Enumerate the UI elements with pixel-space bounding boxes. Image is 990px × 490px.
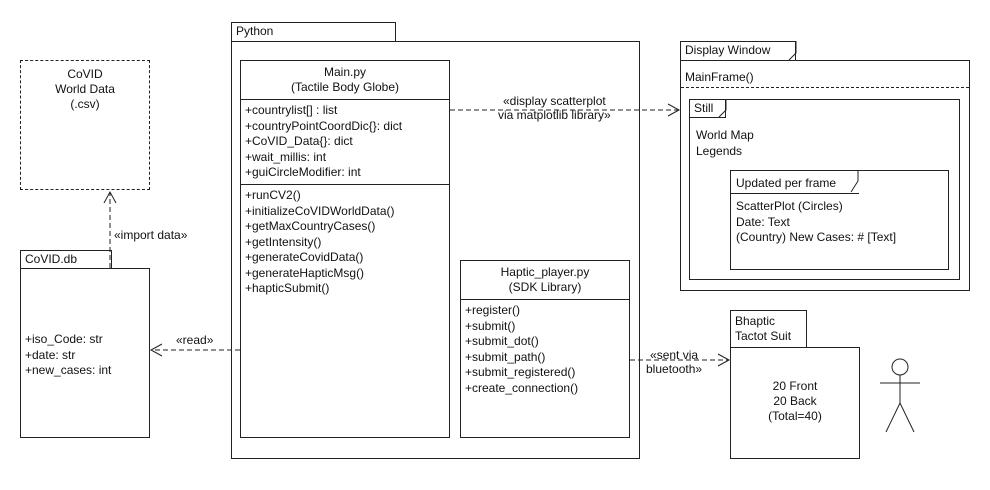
suit-line: (Total=40) [768, 409, 822, 423]
haptic-method: +submit() [465, 318, 516, 333]
display-label-line: «display scatterplot [502, 94, 606, 108]
import-data-label: «import data» [114, 228, 188, 242]
main-method: +hapticSubmit() [245, 281, 330, 295]
still-frame: World Map Legends [689, 99, 960, 280]
display-window-tab: Display Window [680, 41, 796, 61]
updated-label: Updated per frame [736, 176, 837, 190]
csv-line: CoVID [67, 67, 103, 81]
updated-item: Date: Text [736, 214, 790, 229]
haptic-subtitle: (SDK Library) [508, 280, 582, 294]
main-attribute: +CoVID_Data{}: dict [245, 134, 353, 148]
main-attribute: +wait_millis: int [245, 149, 327, 164]
sent-label-line: «sent via [650, 348, 699, 362]
still-label: Still [694, 101, 714, 115]
haptic-method: +submit_registered() [465, 365, 576, 379]
main-method: +runCV2() [245, 188, 301, 202]
haptic-method: +register() [465, 303, 521, 317]
display-label-line: via matplotlib library» [498, 108, 611, 122]
main-subtitle: (Tactile Body Globe) [290, 80, 400, 94]
main-py-class: Main.py (Tactile Body Globe) +countrylis… [240, 60, 450, 438]
python-label: Python [236, 24, 274, 38]
updated-per-frame-frame: Updated per frame ScatterPlot (Circles) … [730, 170, 949, 270]
main-method: +initializeCoVIDWorldData() [245, 203, 395, 218]
haptic-method: +submit_dot() [465, 334, 539, 348]
sent-label-line: bluetooth» [646, 362, 703, 376]
updated-item: ScatterPlot (Circles) [736, 199, 843, 213]
suit-tab: Bhaptic Tactot Suit [730, 310, 807, 348]
db-attribute: +new_cases: int [25, 363, 112, 377]
csv-line: World Data [55, 82, 115, 96]
db-attribute: +iso_Code: str [25, 332, 103, 346]
suit-label-line: Tactot Suit [735, 329, 792, 343]
covid-db-box: +iso_Code: str +date: str +new_cases: in… [20, 268, 150, 438]
main-attribute: +countryPointCoordDic{}: dict [245, 118, 403, 133]
haptic-method: +submit_path() [465, 349, 546, 364]
main-method: +generateHapticMsg() [245, 265, 365, 280]
suit-line: 20 Back [773, 394, 817, 408]
suit-line: 20 Front [772, 379, 818, 393]
csv-data-source: CoVID World Data (.csv) [20, 60, 150, 190]
csv-line: (.csv) [70, 97, 100, 111]
mainframe-label: MainFrame() [685, 70, 754, 84]
main-attribute: +guiCircleModifier: int [245, 165, 361, 179]
tactot-suit-box: 20 Front 20 Back (Total=40) [730, 347, 860, 459]
haptic-method: +create_connection() [465, 380, 579, 395]
main-attribute: +countrylist[] : list [245, 103, 338, 117]
display-scatterplot-label: «display scatterplot via matplotlib libr… [498, 94, 611, 122]
main-method: +getIntensity() [245, 234, 322, 249]
main-method: +getMaxCountryCases() [245, 219, 376, 233]
suit-label-line: Bhaptic [735, 314, 776, 328]
stick-figure-icon [880, 358, 920, 433]
python-tab: Python [231, 22, 396, 42]
db-name: CoVID.db [25, 252, 78, 266]
db-tab: CoVID.db [20, 250, 112, 269]
main-method: +generateCovidData() [245, 250, 364, 264]
haptic-player-class: Haptic_player.py (SDK Library) +register… [460, 260, 630, 438]
read-label: «read» [176, 333, 214, 347]
still-item: World Map [696, 128, 754, 142]
db-attribute: +date: str [25, 347, 76, 362]
main-title: Main.py [323, 65, 367, 79]
updated-item: (Country) New Cases: # [Text] [736, 230, 897, 244]
sent-via-bluetooth-label: «sent via bluetooth» [646, 348, 702, 376]
haptic-title: Haptic_player.py [500, 265, 590, 279]
still-item: Legends [696, 143, 743, 158]
display-window-label: Display Window [685, 43, 771, 57]
